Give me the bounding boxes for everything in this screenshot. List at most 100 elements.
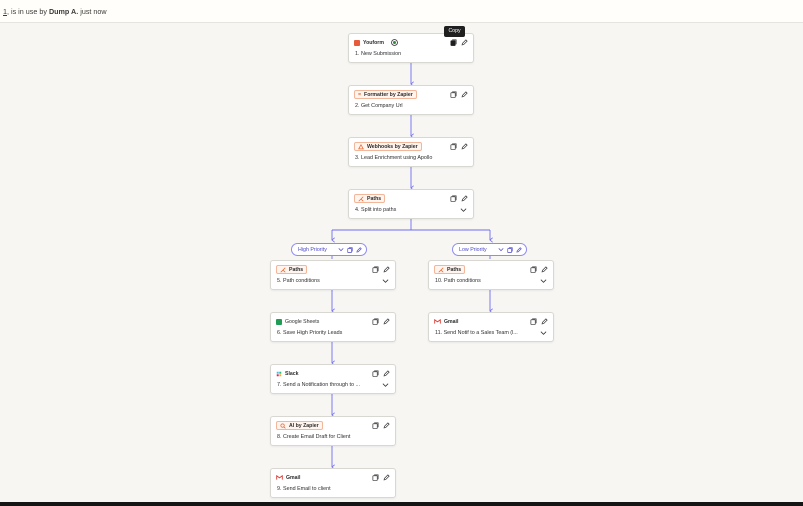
step-app-name: Paths bbox=[289, 266, 304, 273]
step-app-name: Webhooks by Zapier bbox=[367, 143, 418, 150]
chevron-down-icon[interactable] bbox=[382, 382, 389, 388]
path-label-text: High Priority bbox=[298, 246, 327, 253]
copy-icon[interactable] bbox=[529, 317, 537, 325]
step-app-name: Youform bbox=[363, 39, 384, 46]
bottom-bar bbox=[0, 502, 803, 506]
paths-icon bbox=[280, 266, 286, 273]
status-bar: 1, is in use by Dump A. just now bbox=[0, 0, 803, 23]
copy-icon[interactable] bbox=[371, 265, 379, 273]
step-title: 7. Send a Notification through to ... bbox=[277, 382, 361, 388]
paths-icon bbox=[438, 266, 444, 273]
copy-icon[interactable] bbox=[449, 38, 457, 46]
edit-icon[interactable] bbox=[382, 317, 390, 325]
copy-icon[interactable] bbox=[371, 369, 379, 377]
status-check-icon bbox=[391, 39, 398, 46]
step-app-name: Gmail bbox=[444, 318, 459, 325]
status-time: just now bbox=[78, 7, 107, 16]
copy-icon[interactable] bbox=[371, 317, 379, 325]
step-actions bbox=[371, 473, 390, 481]
step-actions bbox=[449, 194, 468, 202]
youform-icon bbox=[354, 39, 360, 46]
path-label-text: Low Priority bbox=[459, 246, 487, 253]
copy-icon[interactable] bbox=[371, 473, 379, 481]
step-title: 10. Path conditions bbox=[435, 278, 481, 284]
chevron-down-icon[interactable] bbox=[540, 278, 547, 284]
step-app-name: Formatter by Zapier bbox=[364, 91, 413, 98]
step-actions bbox=[371, 369, 390, 377]
step-app: ≈ Formatter by Zapier bbox=[354, 90, 417, 99]
copy-tooltip: Copy bbox=[444, 26, 465, 37]
step-app-name: Paths bbox=[367, 195, 382, 202]
step-app-name: Gmail bbox=[286, 474, 301, 481]
step-4-card[interactable]: Paths 4. Split into paths bbox=[348, 189, 474, 219]
step-app: Webhooks by Zapier bbox=[354, 142, 422, 151]
step-title: 2. Get Company Url bbox=[355, 103, 403, 109]
step-app-name: AI by Zapier bbox=[289, 422, 319, 429]
copy-icon[interactable] bbox=[507, 246, 513, 253]
copy-icon[interactable] bbox=[449, 194, 457, 202]
step-11-card[interactable]: Gmail 11. Send Notif to a Sales Team (l.… bbox=[428, 312, 554, 342]
path-label-high-priority[interactable]: High Priority bbox=[291, 243, 367, 256]
step-3-card[interactable]: Webhooks by Zapier 3. Lead Enrichment us… bbox=[348, 137, 474, 167]
step-title: 4. Split into paths bbox=[355, 207, 397, 213]
gmail-icon bbox=[276, 475, 283, 480]
ai-icon bbox=[280, 422, 286, 429]
chevron-down-icon[interactable] bbox=[338, 247, 344, 252]
copy-icon[interactable] bbox=[449, 142, 457, 150]
step-actions bbox=[529, 317, 548, 325]
edit-icon[interactable] bbox=[540, 317, 548, 325]
step-1-card[interactable]: Youform 1. New Submission bbox=[348, 33, 474, 63]
step-title: 9. Send Email to client bbox=[277, 486, 331, 492]
step-5-card[interactable]: Paths 5. Path conditions bbox=[270, 260, 396, 290]
step-actions bbox=[529, 265, 548, 273]
slack-icon bbox=[276, 371, 282, 376]
edit-icon[interactable] bbox=[382, 369, 390, 377]
edit-icon[interactable] bbox=[460, 142, 468, 150]
step-app: Paths bbox=[354, 194, 386, 203]
copy-icon[interactable] bbox=[347, 246, 353, 253]
step-7-card[interactable]: Slack 7. Send a Notification through to … bbox=[270, 364, 396, 394]
gmail-icon bbox=[434, 319, 441, 324]
step-actions bbox=[371, 317, 390, 325]
step-title: 6. Save High Priority Leads bbox=[277, 330, 343, 336]
edit-icon[interactable] bbox=[540, 265, 548, 273]
step-app: Paths bbox=[276, 265, 308, 274]
edit-icon[interactable] bbox=[460, 90, 468, 98]
status-user: Dump A. bbox=[48, 7, 79, 16]
step-title: 3. Lead Enrichment using Apollo bbox=[355, 155, 433, 161]
copy-icon[interactable] bbox=[371, 421, 379, 429]
step-10-card[interactable]: Paths 10. Path conditions bbox=[428, 260, 554, 290]
step-title: 11. Send Notif to a Sales Team (l... bbox=[435, 330, 518, 336]
webhooks-icon bbox=[358, 143, 364, 149]
step-app-name: Google Sheets bbox=[285, 318, 320, 325]
edit-icon[interactable] bbox=[382, 473, 390, 481]
step-app-name: Paths bbox=[447, 266, 462, 273]
edit-icon[interactable] bbox=[460, 38, 468, 46]
edit-icon[interactable] bbox=[382, 265, 390, 273]
chevron-down-icon[interactable] bbox=[460, 207, 467, 213]
step-title: 1. New Submission bbox=[355, 51, 402, 57]
chevron-down-icon[interactable] bbox=[498, 247, 504, 252]
step-actions bbox=[449, 38, 468, 46]
step-2-card[interactable]: ≈ Formatter by Zapier 2. Get Company Url bbox=[348, 85, 474, 115]
step-title: 8. Create Email Draft for Client bbox=[277, 434, 351, 440]
copy-icon[interactable] bbox=[529, 265, 537, 273]
edit-icon[interactable] bbox=[356, 246, 362, 253]
formatter-icon: ≈ bbox=[358, 91, 362, 98]
copy-icon[interactable] bbox=[449, 90, 457, 98]
step-app: Gmail bbox=[434, 317, 458, 326]
chevron-down-icon[interactable] bbox=[382, 278, 389, 284]
edit-icon[interactable] bbox=[516, 246, 522, 253]
edit-icon[interactable] bbox=[382, 421, 390, 429]
status-prefix[interactable]: 1 bbox=[3, 7, 7, 16]
chevron-down-icon[interactable] bbox=[540, 330, 547, 336]
edit-icon[interactable] bbox=[460, 194, 468, 202]
step-6-card[interactable]: Google Sheets 6. Save High Priority Lead… bbox=[270, 312, 396, 342]
google-sheets-icon bbox=[276, 318, 282, 325]
path-label-low-priority[interactable]: Low Priority bbox=[452, 243, 527, 256]
step-actions bbox=[449, 142, 468, 150]
step-8-card[interactable]: AI by Zapier 8. Create Email Draft for C… bbox=[270, 416, 396, 446]
step-9-card[interactable]: Gmail 9. Send Email to client bbox=[270, 468, 396, 498]
step-actions bbox=[371, 265, 390, 273]
